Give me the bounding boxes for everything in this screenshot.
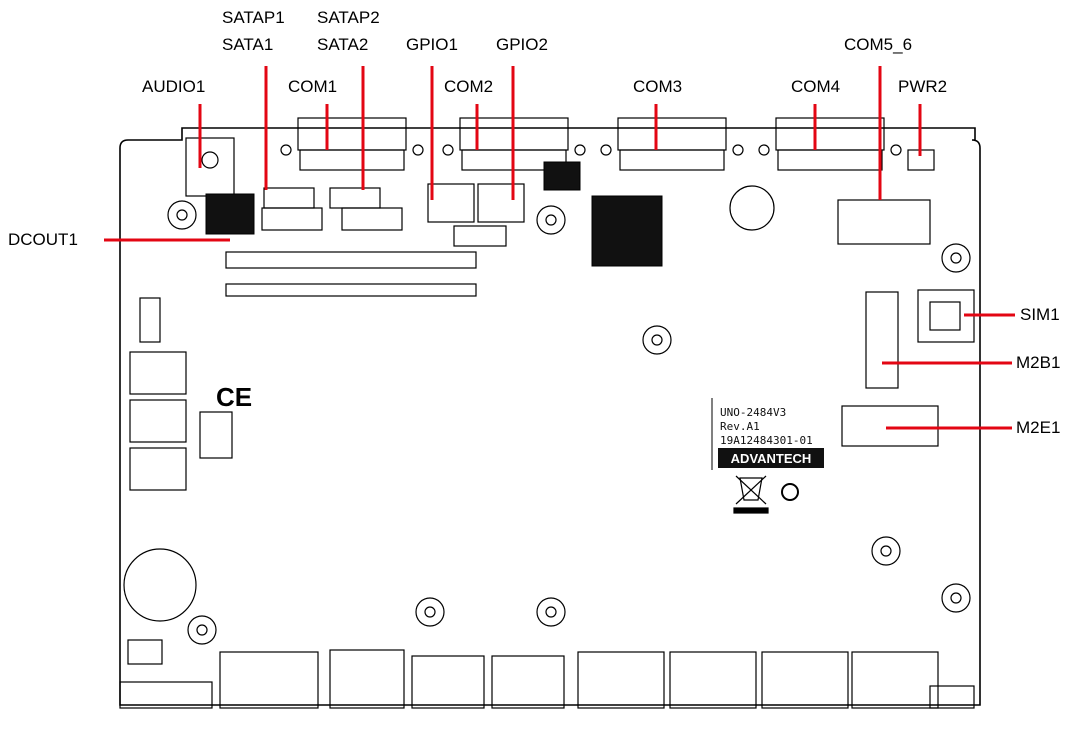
- label-satap1: SATAP1: [222, 8, 285, 27]
- sata-headers: [261, 187, 403, 231]
- battery: [729, 185, 775, 231]
- callout-lines: [104, 66, 1015, 430]
- label-com3: COM3: [633, 77, 683, 96]
- com5-6-header: [837, 199, 931, 245]
- label-gpio1: GPIO1: [406, 35, 458, 54]
- board-revision: Rev.A1: [720, 420, 760, 433]
- m2-slots: [225, 251, 939, 447]
- label-com2: COM2: [444, 77, 494, 96]
- brand-logo: ADVANTECH: [731, 451, 812, 466]
- large-capacitor: [123, 548, 197, 622]
- recycle-icon: [781, 483, 799, 501]
- weee-bin-icon: [733, 475, 769, 514]
- bottom-io-ports: [119, 639, 975, 709]
- label-pwr2: PWR2: [898, 77, 948, 96]
- label-com1: COM1: [288, 77, 338, 96]
- label-sata1: SATA1: [222, 35, 274, 54]
- label-audio1: AUDIO1: [142, 77, 206, 96]
- label-sata2: SATA2: [317, 35, 369, 54]
- label-sim1: SIM1: [1020, 305, 1060, 324]
- board-model: UNO-2484V3: [720, 406, 786, 419]
- com1-connector: [280, 117, 424, 171]
- left-side-components: [129, 297, 233, 491]
- brand-logo-background: [718, 448, 824, 468]
- board-part-number: 19A12484301-01: [720, 434, 813, 447]
- label-dcout1: DCOUT1: [8, 230, 78, 249]
- label-com4: COM4: [791, 77, 841, 96]
- label-com5-6: COM5_6: [844, 35, 913, 54]
- label-m2b1: M2B1: [1016, 353, 1061, 372]
- mounting-holes: [167, 200, 971, 645]
- label-m2e1: M2E1: [1016, 418, 1061, 437]
- com3-connector: [600, 117, 744, 171]
- ce-mark: CE: [216, 382, 252, 412]
- label-gpio2: GPIO2: [496, 35, 548, 54]
- pcb-edge: [119, 127, 981, 706]
- label-satap2: SATAP2: [317, 8, 380, 27]
- chips: [205, 161, 663, 267]
- gpio-headers: [427, 183, 525, 247]
- com4-connector: [758, 117, 902, 171]
